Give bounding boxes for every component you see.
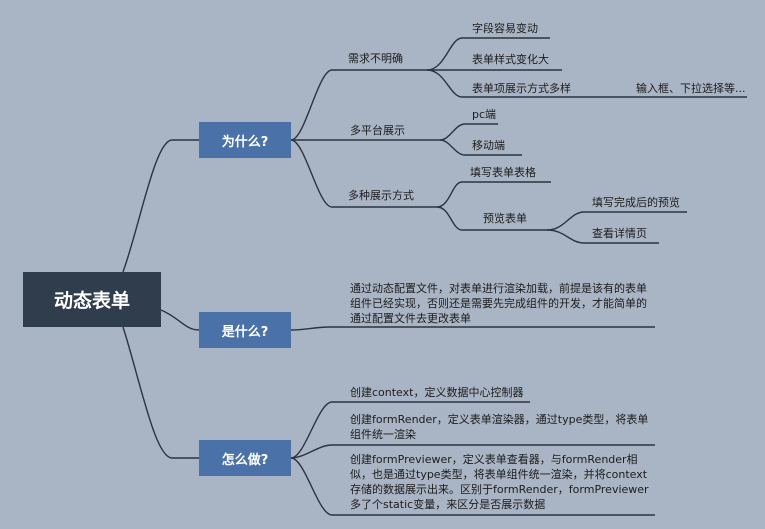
leaf-display-variety[interactable]: 表单项展示方式多样 [472,82,571,95]
branch-platforms[interactable]: 多平台展示 [350,124,405,137]
connector-what-desc [290,326,655,331]
leaf-style-change[interactable]: 表单样式变化大 [472,53,549,66]
leaf-detail-input[interactable]: 输入框、下拉选择等... [636,82,746,95]
connector-prev-1 [546,211,687,231]
leaf-fill-table[interactable]: 填写表单表格 [470,166,536,179]
connector-req-3 [426,69,747,98]
how-step-context[interactable]: 创建context，定义数据中心控制器 [350,386,524,399]
connector-why-display [290,139,437,208]
how-step-form-previewer[interactable]: 创建formPreviewer，定义表单查看器，与formRender相似，也是… [350,453,649,511]
connector-plat-2 [439,139,522,156]
root-topic[interactable]: 动态表单 [23,272,161,327]
branch-preview[interactable]: 预览表单 [483,212,527,225]
what-description[interactable]: 通过动态配置文件，对表单进行渲染加载，前提是该有的表单组件已经实现，否则还是需要… [350,282,647,325]
leaf-preview-after-fill[interactable]: 填写完成后的预览 [592,196,680,209]
connector-disp-2 [436,206,547,231]
connector-how-2 [290,444,655,459]
topic-what[interactable]: 是什么? [199,312,291,348]
connector-plat-1 [439,123,498,141]
topic-why[interactable]: 为什么? [199,122,291,158]
connector-root-what [160,309,200,331]
how-step-form-render[interactable]: 创建formRender，定义表单渲染器，通过type类型，将表单组件统一渲染 [350,413,649,441]
leaf-fields-change[interactable]: 字段容易变动 [472,22,538,35]
branch-requirements[interactable]: 需求不明确 [348,52,403,65]
connector-root-why [122,139,199,273]
topic-how[interactable]: 怎么做? [199,440,291,476]
connector-prev-2 [546,229,659,244]
connector-root-how [122,326,199,459]
connector-how-3 [290,457,655,516]
branch-display-modes[interactable]: 多种展示方式 [348,189,414,202]
leaf-pc[interactable]: pc端 [472,108,497,121]
connector-how-1 [290,401,530,459]
connector-req-1 [426,37,550,71]
leaf-mobile[interactable]: 移动端 [472,139,505,152]
connector-disp-1 [436,181,551,208]
connector-why-requirements [290,69,427,141]
leaf-detail-page[interactable]: 查看详情页 [592,227,647,240]
